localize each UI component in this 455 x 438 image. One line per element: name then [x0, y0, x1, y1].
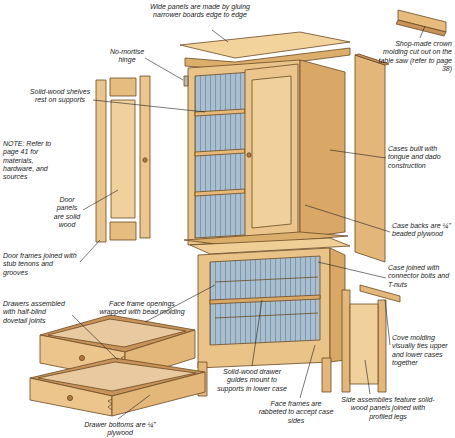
callout-label: Face frame openings wrapped with bead mo…: [98, 300, 186, 317]
callout-label: Shop-made crown molding cut out on the t…: [372, 40, 452, 73]
callout-label: Drawer bottoms are ¼" plywood: [74, 421, 166, 438]
callout-label: Wide panels are made by gluing narrower …: [150, 3, 250, 20]
note-text: NOTE: Refer to page 41 for materials, ha…: [3, 140, 63, 181]
callout-label: Face frames are rabbeted to accept case …: [256, 400, 336, 425]
leader-lines: [62, 26, 425, 419]
callout-label: Case joined with connector bolts and T-n…: [388, 264, 450, 289]
callout-label: Drawers assembled with half-blind doveta…: [3, 300, 71, 325]
callout-label: Solid-wood shelves rest on supports: [28, 88, 92, 105]
callout-label: Door panels are solid wood: [52, 196, 82, 229]
callout-label: Cases built with tongue and dado constru…: [388, 145, 452, 170]
callout-label: Side assemblies feature solid-wood panel…: [340, 396, 436, 421]
callout-label: Case backs are ¼" beaded plywood: [392, 222, 452, 239]
callout-label: Cove molding visually ties upper and low…: [392, 334, 452, 367]
callout-label: No-mortise hinge: [106, 48, 148, 65]
callout-label: Solid-wood drawer guides mount to suppor…: [214, 368, 290, 393]
callout-label: Door frames joined with stub tenons and …: [3, 252, 79, 277]
